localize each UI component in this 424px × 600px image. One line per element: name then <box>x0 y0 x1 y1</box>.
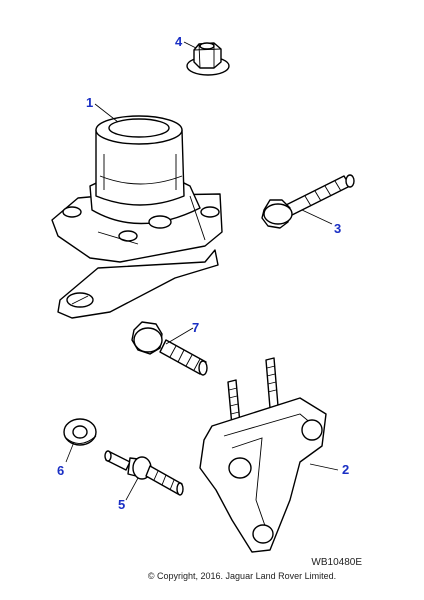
part-2-bracket <box>199 357 327 553</box>
leader-lines <box>65 41 339 501</box>
callout-6[interactable]: 6 <box>57 463 65 478</box>
callout-7[interactable]: 7 <box>192 320 200 335</box>
callout-5[interactable]: 5 <box>118 497 126 512</box>
part-3-flange-bolt <box>261 174 355 229</box>
callout-1[interactable]: 1 <box>86 95 94 110</box>
diagram-reference-code: WB10480E <box>311 557 362 568</box>
part-6-washer <box>63 418 97 446</box>
callout-2[interactable]: 2 <box>342 462 350 477</box>
part-5-stud <box>104 450 184 496</box>
callout-3[interactable]: 3 <box>334 221 342 236</box>
part-7-flange-bolt <box>131 321 208 376</box>
callout-4[interactable]: 4 <box>175 34 183 49</box>
copyright-notice: © Copyright, 2016. Jaguar Land Rover Lim… <box>147 571 337 581</box>
part-4-flange-nut <box>186 42 230 76</box>
part-1-engine-mount <box>51 115 223 319</box>
